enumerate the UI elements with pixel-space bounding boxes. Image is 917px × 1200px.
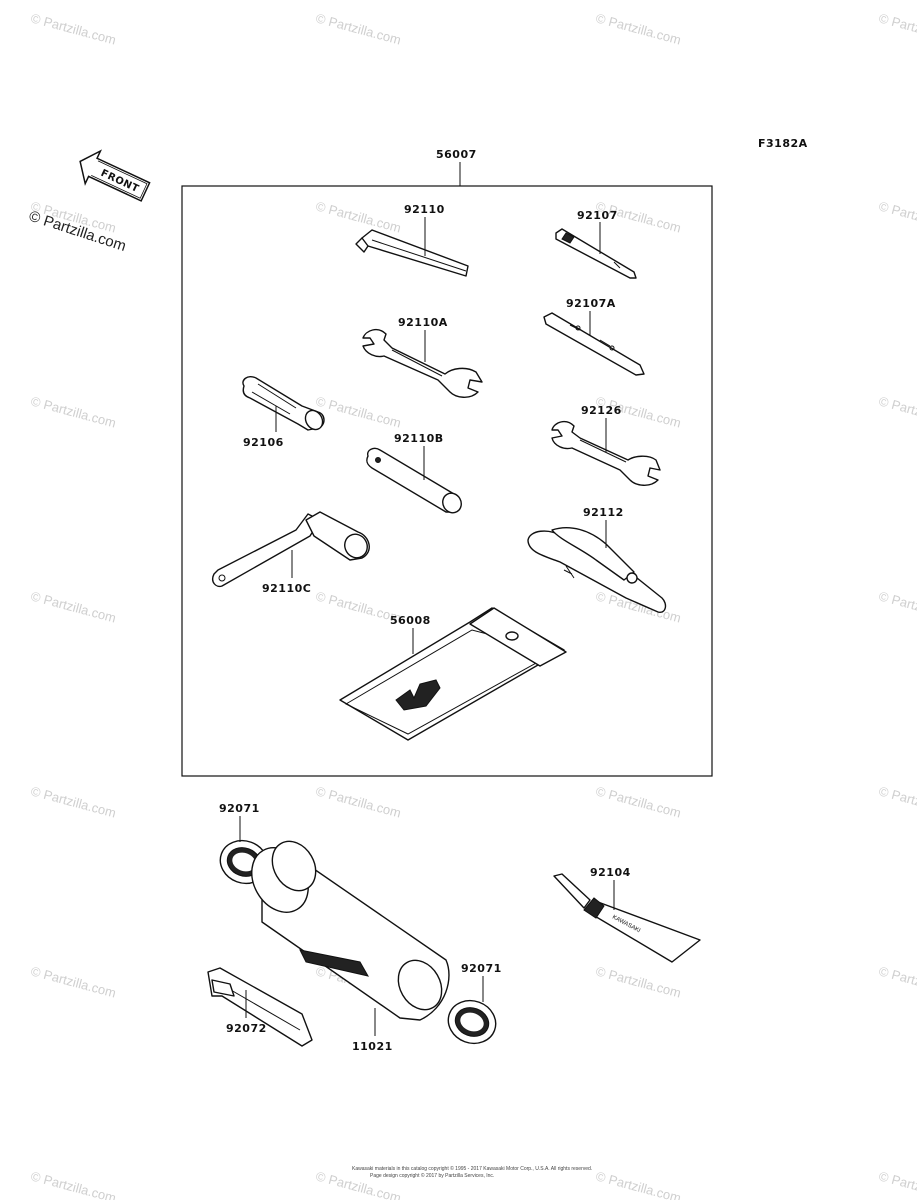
watermark-text: © Partzilla.com <box>877 198 917 235</box>
watermark-text: © Partzilla.com <box>594 1168 683 1200</box>
watermark-text: © Partzilla.com <box>594 10 683 47</box>
canister-11021 <box>251 840 450 1021</box>
tool-kit-box <box>181 185 713 777</box>
label-92126: 92126 <box>581 404 622 417</box>
copyright-line-1: Kawasaki materials in this catalog copyr… <box>352 1165 592 1172</box>
watermark-text: © Partzilla.com <box>314 393 403 430</box>
watermark-text: © Partzilla.com <box>314 198 403 235</box>
socket-handle-92110c <box>212 511 370 588</box>
label-92110a: 92110A <box>398 316 448 329</box>
watermark-text: © Partzilla.com <box>29 10 118 47</box>
label-56007: 56007 <box>436 148 477 161</box>
watermark-text: © Partzilla.com <box>877 963 917 1000</box>
label-56008: 56008 <box>390 614 431 627</box>
watermark-text: © Partzilla.com <box>877 588 917 625</box>
strap-92072 <box>207 967 313 1047</box>
watermark-text: © Partzilla.com <box>877 1168 917 1200</box>
figure-code: F3182A <box>758 137 808 150</box>
socket-bar-92110b <box>366 447 462 514</box>
watermark-text: © Partzilla.com <box>594 963 683 1000</box>
watermark-text: © Partzilla.com <box>877 393 917 430</box>
label-92110c: 92110C <box>262 582 311 595</box>
seal-ring-92071-lower <box>447 999 497 1045</box>
label-92112: 92112 <box>583 506 624 519</box>
tool-bag-56008 <box>339 607 567 741</box>
label-92072: 92072 <box>226 1022 267 1035</box>
label-92107a: 92107A <box>566 297 616 310</box>
pliers-92112 <box>527 526 667 613</box>
watermark-text: © Partzilla.com <box>29 783 118 820</box>
label-92110b: 92110B <box>394 432 444 445</box>
watermark-text: © Partzilla.com <box>594 783 683 820</box>
label-92071-lower: 92071 <box>461 962 502 975</box>
socket-92106 <box>242 376 325 431</box>
watermark-text: © Partzilla.com <box>314 10 403 47</box>
label-92104: 92104 <box>590 866 631 879</box>
copyright-line-2: Page design copyright © 2017 by Partzill… <box>370 1172 494 1179</box>
watermark-text: © Partzilla.com <box>29 963 118 1000</box>
label-92110: 92110 <box>404 203 445 216</box>
screwdriver-92107 <box>555 228 637 279</box>
label-92106: 92106 <box>243 436 284 449</box>
watermark-text: © Partzilla.com <box>877 783 917 820</box>
screwdriver-flat-92107a <box>543 312 645 376</box>
label-92107: 92107 <box>577 209 618 222</box>
front-arrow-icon: FRONT <box>79 149 151 202</box>
label-11021: 11021 <box>352 1040 393 1053</box>
watermark-text: © Partzilla.com <box>29 1168 118 1200</box>
watermark-text: © Partzilla.com <box>29 393 118 430</box>
open-wrench-92110a <box>362 328 483 398</box>
bond-tube-92104: KAWASAKI <box>553 873 701 963</box>
watermark-text: © Partzilla.com <box>877 10 917 47</box>
watermark-text: © Partzilla.com <box>29 588 118 625</box>
watermark-text: © Partzilla.com <box>314 783 403 820</box>
label-92071-upper: 92071 <box>219 802 260 815</box>
wrench-92126 <box>551 420 661 486</box>
hex-wrench-92110 <box>355 229 469 277</box>
